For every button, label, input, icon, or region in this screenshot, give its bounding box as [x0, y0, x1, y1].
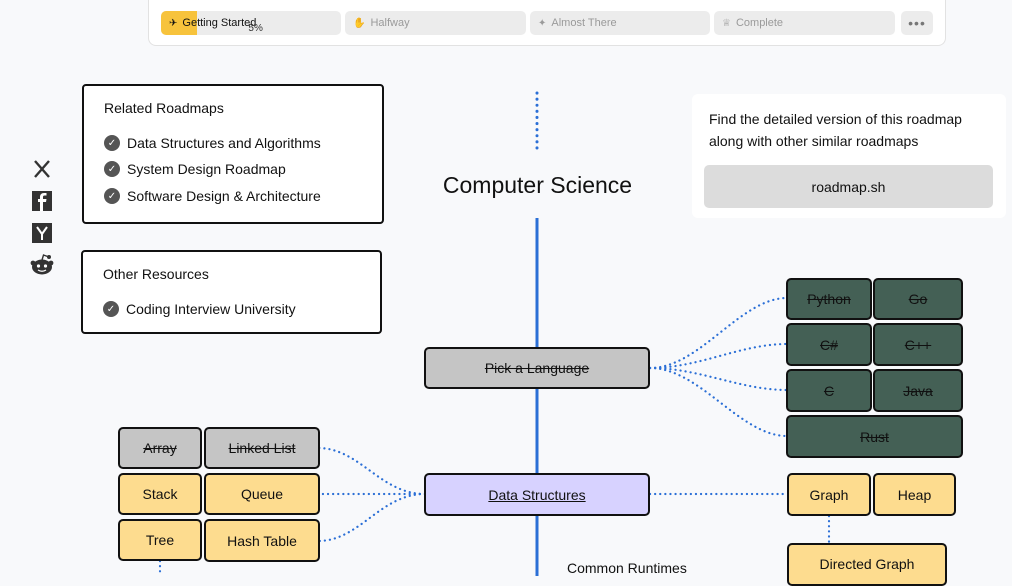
- more-options-button[interactable]: •••: [901, 11, 933, 35]
- roadmap-promo: Find the detailed version of this roadma…: [692, 94, 1006, 218]
- node-rust[interactable]: Rust: [786, 415, 963, 458]
- step-halfway[interactable]: ✋ Halfway: [345, 11, 526, 35]
- step-label: Halfway: [370, 17, 410, 29]
- hand-icon: ✋: [353, 17, 366, 29]
- step-almost-there[interactable]: ✦ Almost There: [530, 11, 710, 35]
- step-label: Complete: [735, 17, 784, 29]
- node-stack[interactable]: Stack: [118, 473, 202, 515]
- check-icon: ✓: [104, 161, 120, 177]
- node-hash-table[interactable]: Hash Table: [204, 519, 320, 562]
- step-label: Almost There: [551, 17, 617, 29]
- node-heap[interactable]: Heap: [873, 473, 956, 516]
- other-resources-card: Other Resources ✓ Coding Interview Unive…: [81, 250, 382, 334]
- roadmap-link-button[interactable]: roadmap.sh: [704, 165, 993, 208]
- check-icon: ✓: [104, 135, 120, 151]
- related-item-software-design[interactable]: ✓ Software Design & Architecture: [104, 188, 321, 204]
- reddit-icon[interactable]: [30, 253, 54, 277]
- trophy-icon: ♕: [722, 17, 731, 29]
- node-python[interactable]: Python: [786, 278, 872, 320]
- sparkle-icon: ✦: [538, 17, 547, 29]
- related-item-dsa[interactable]: ✓ Data Structures and Algorithms: [104, 135, 321, 151]
- step-percent: 5%: [248, 22, 263, 34]
- node-go[interactable]: Go: [873, 278, 963, 320]
- node-queue[interactable]: Queue: [204, 473, 320, 515]
- related-roadmaps-card: Related Roadmaps ✓ Data Structures and A…: [82, 84, 384, 224]
- resource-item-coding-interview[interactable]: ✓ Coding Interview University: [103, 301, 296, 317]
- item-label: System Design Roadmap: [127, 161, 286, 177]
- node-array[interactable]: Array: [118, 427, 202, 469]
- progress-tracker: ✈ Getting Started 5% ✋ Halfway ✦ Almost …: [148, 0, 946, 46]
- node-graph[interactable]: Graph: [787, 473, 871, 516]
- card-title: Related Roadmaps: [104, 100, 224, 116]
- node-data-structures[interactable]: Data Structures: [424, 473, 650, 516]
- node-tree[interactable]: Tree: [118, 519, 202, 561]
- x-icon[interactable]: [30, 157, 54, 181]
- item-label: Coding Interview University: [126, 301, 296, 317]
- card-title: Other Resources: [103, 266, 209, 282]
- node-linked-list[interactable]: Linked List: [204, 427, 320, 469]
- ycombinator-icon[interactable]: [30, 221, 54, 245]
- node-cpp[interactable]: C++: [873, 323, 963, 366]
- facebook-icon[interactable]: [30, 189, 54, 213]
- node-java[interactable]: Java: [873, 369, 963, 412]
- node-directed-graph[interactable]: Directed Graph: [787, 543, 947, 586]
- label-common-runtimes: Common Runtimes: [567, 560, 687, 576]
- step-progress-fill: [161, 11, 197, 35]
- rocket-icon: ✈: [169, 17, 178, 29]
- item-label: Data Structures and Algorithms: [127, 135, 321, 151]
- node-pick-language[interactable]: Pick a Language: [424, 347, 650, 389]
- promo-text: Find the detailed version of this roadma…: [709, 111, 962, 149]
- check-icon: ✓: [104, 188, 120, 204]
- node-csharp[interactable]: C#: [786, 323, 872, 366]
- step-getting-started[interactable]: ✈ Getting Started 5%: [161, 11, 341, 35]
- roadmap-title: Computer Science: [442, 172, 633, 198]
- step-label: Getting Started: [182, 17, 257, 29]
- related-item-system-design[interactable]: ✓ System Design Roadmap: [104, 161, 286, 177]
- item-label: Software Design & Architecture: [127, 188, 321, 204]
- node-c[interactable]: C: [786, 369, 872, 412]
- check-icon: ✓: [103, 301, 119, 317]
- step-complete[interactable]: ♕ Complete: [714, 11, 895, 35]
